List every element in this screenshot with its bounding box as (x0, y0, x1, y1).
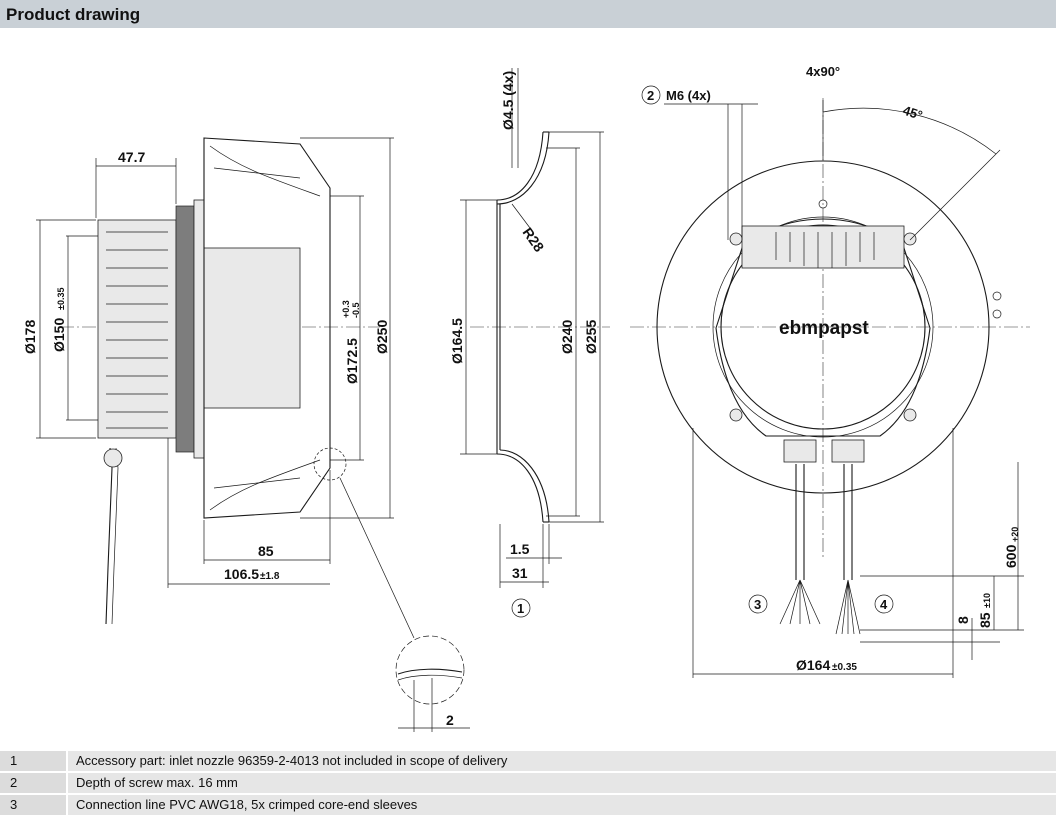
dim-106-5: 106.5 (224, 566, 259, 582)
dim-47-7: 47.7 (118, 149, 145, 165)
dim-4-5: Ø4.5 (4x) (500, 71, 516, 130)
dim-164: Ø164 (796, 657, 830, 673)
note-text: Accessory part: inlet nozzle 96359-2-401… (68, 751, 1056, 771)
dim-600: 600 (1003, 544, 1019, 568)
dim-600-tol: +20 (1010, 527, 1020, 542)
callout-1: 1 (517, 601, 524, 616)
dim-172-5-tol-dn: -0.5 (351, 302, 361, 318)
note-text: Depth of screw max. 16 mm (68, 773, 1056, 793)
dim-164-5: Ø164.5 (449, 318, 465, 364)
note-row: 3 Connection line PVC AWG18, 5x crimped … (0, 795, 1056, 817)
brand-logo: ebmpapst (779, 318, 869, 339)
note-number: 2 (0, 773, 66, 793)
note-text: Connection line PVC AWG18, 5x crimped co… (68, 795, 1056, 815)
dim-240: Ø240 (559, 320, 575, 354)
dim-106-5-tol: ±1.8 (260, 571, 280, 582)
notes-table: 1 Accessory part: inlet nozzle 96359-2-4… (0, 751, 1056, 817)
callout-4: 4 (880, 597, 888, 612)
callout-2: 2 (647, 88, 654, 103)
section-title: Product drawing (6, 5, 141, 24)
dim-85-cable-tol: ±10 (982, 593, 992, 608)
dim-150: Ø150 (51, 318, 67, 352)
dim-255: Ø255 (583, 320, 599, 354)
dim-r28: R28 (520, 225, 548, 255)
dim-150-tol: ±0.35 (56, 288, 66, 310)
dim-4x90: 4x90° (806, 64, 840, 79)
dim-85-cable: 85 (977, 612, 993, 628)
note-number: 1 (0, 751, 66, 771)
dim-1-5: 1.5 (510, 541, 530, 557)
technical-drawing: 47.7 Ø178 Ø150 ±0.35 Ø172.5 +0.3 -0.5 Ø2… (22, 64, 1030, 732)
fan-front-view: ebmpapst 3 4 2 M6 (4x) 4x90° 45° Ø164 ±0 (630, 64, 1030, 678)
dim-178: Ø178 (22, 320, 38, 354)
dim-172-5-tol-up: +0.3 (341, 300, 351, 318)
inlet-nozzle-view: Ø4.5 (4x) R28 Ø164.5 Ø240 Ø255 1.5 31 1 (449, 68, 610, 618)
note-row: 1 Accessory part: inlet nozzle 96359-2-4… (0, 751, 1056, 773)
dim-31: 31 (512, 565, 528, 581)
note-row: 2 Depth of screw max. 16 mm (0, 773, 1056, 795)
dim-2: 2 (446, 712, 454, 728)
dim-164-tol: ±0.35 (832, 662, 857, 673)
callout-3: 3 (754, 597, 761, 612)
section-header: Product drawing (0, 0, 1056, 28)
fan-side-view: 47.7 Ø178 Ø150 ±0.35 Ø172.5 +0.3 -0.5 Ø2… (22, 137, 470, 732)
dim-m6: M6 (4x) (666, 88, 711, 103)
dim-8: 8 (955, 616, 971, 624)
dim-45: 45° (901, 103, 924, 123)
dim-172-5: Ø172.5 (344, 338, 360, 384)
note-number: 3 (0, 795, 66, 815)
dim-250: Ø250 (374, 320, 390, 354)
dim-85: 85 (258, 543, 274, 559)
